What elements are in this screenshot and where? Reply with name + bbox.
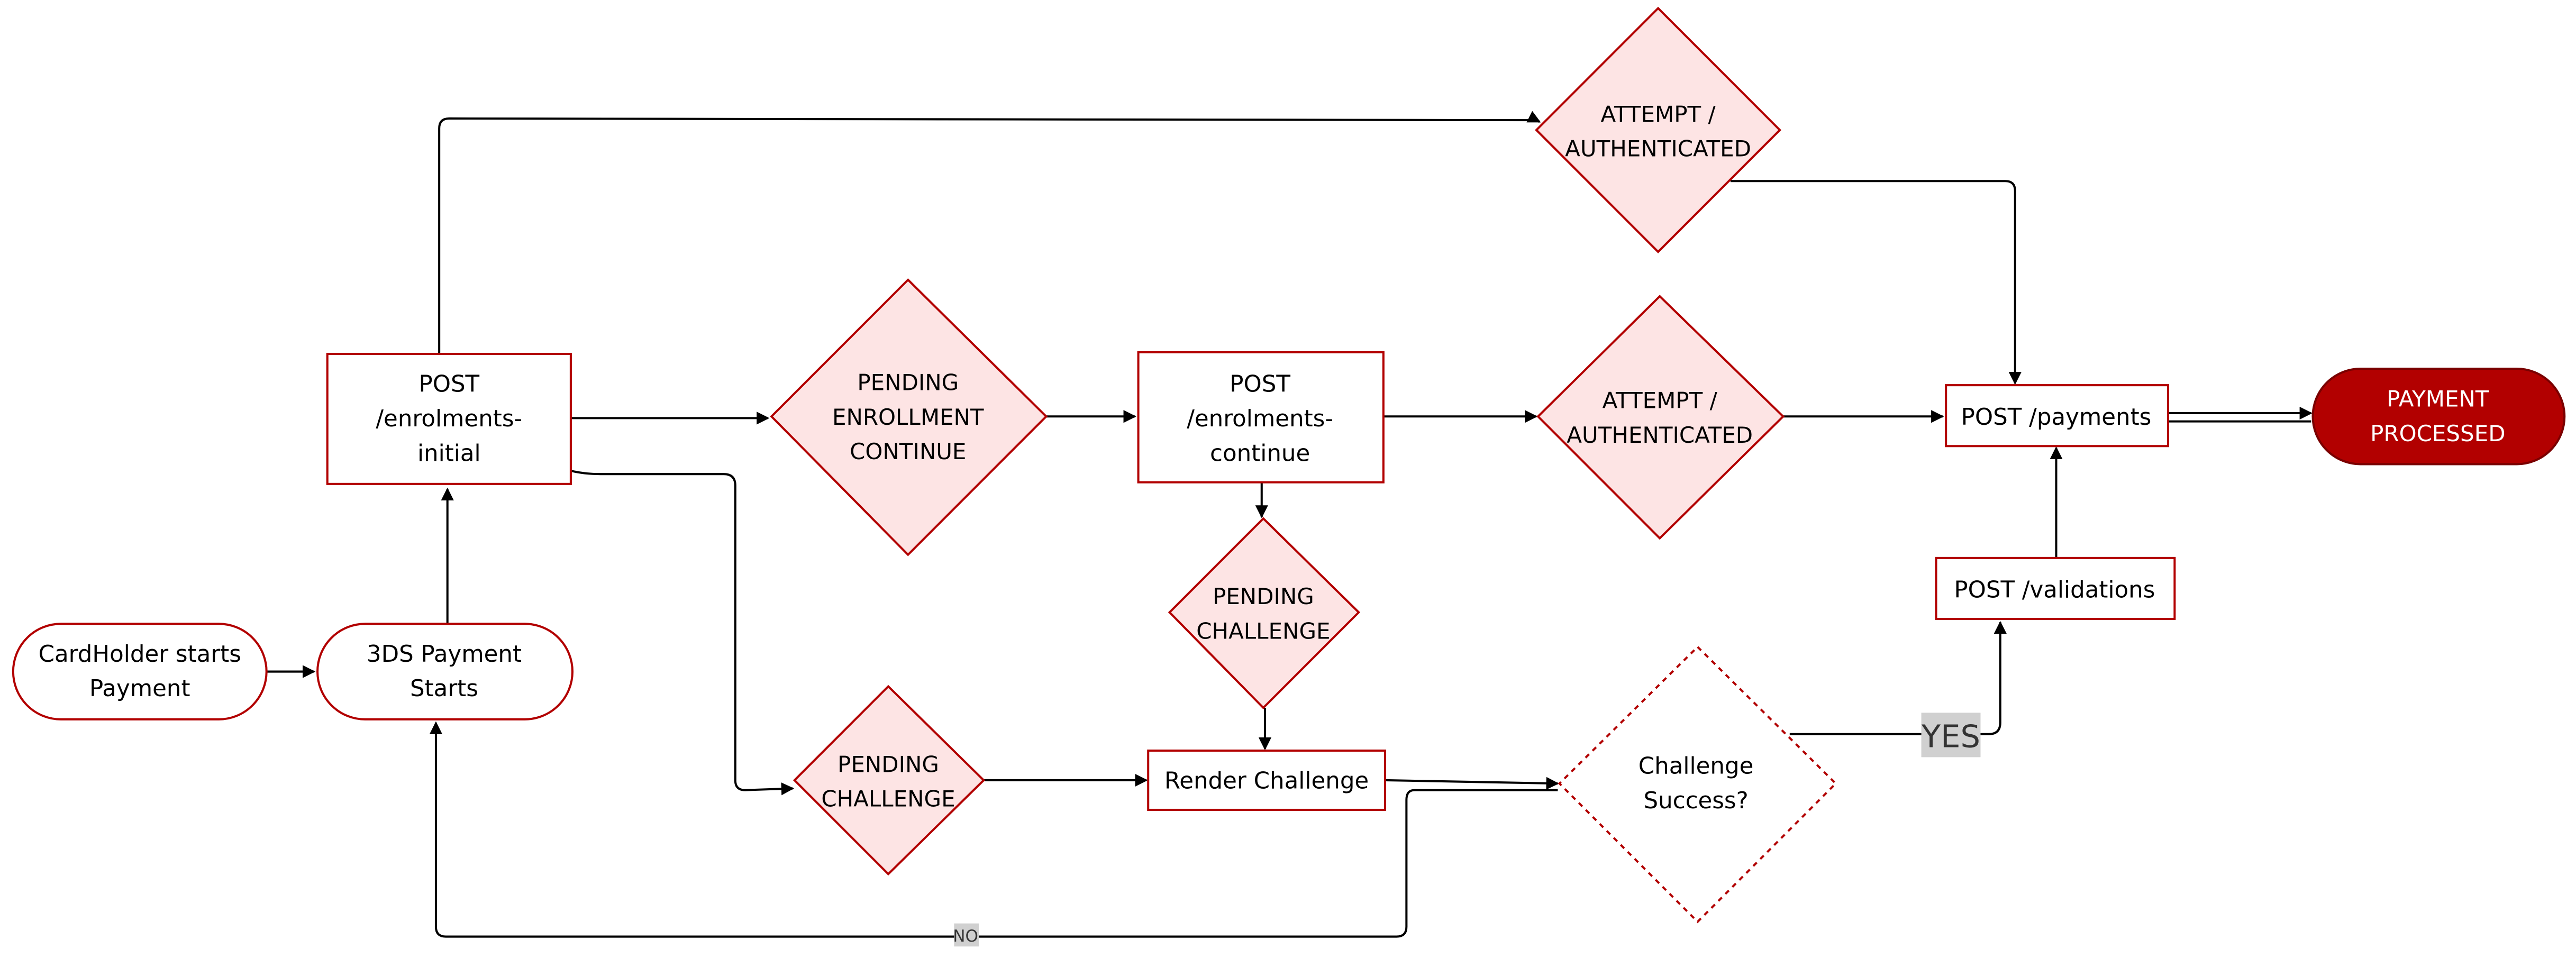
node-payment-processed: PAYMENT PROCESSED bbox=[2311, 367, 2566, 466]
node-label-line: AUTHENTICATED bbox=[1565, 136, 1751, 162]
node-label-line: CHALLENGE bbox=[1196, 618, 1330, 644]
node-label-line: PENDING bbox=[838, 751, 939, 777]
node-label-line: CONTINUE bbox=[850, 439, 966, 464]
edge-label-background bbox=[954, 923, 979, 947]
decision-shape bbox=[1168, 517, 1361, 709]
node-label-line: Success? bbox=[1643, 788, 1748, 814]
edge-label-yes-text: YES bbox=[1921, 718, 1980, 755]
node-label-line: POST bbox=[1230, 371, 1290, 398]
node-post-payments: POST /payments bbox=[1945, 384, 2169, 448]
node-label-line: 3DS Payment bbox=[367, 641, 522, 668]
process-shape bbox=[1137, 351, 1385, 483]
decision-shape bbox=[1535, 6, 1782, 253]
edge-challenge-success-yes-to-validations bbox=[1789, 621, 2007, 735]
node-pending-challenge-mid: PENDING CHALLENGE bbox=[1168, 517, 1361, 709]
node-post-validations: POST /validations bbox=[1935, 556, 2176, 621]
node-label-line: ATTEMPT / bbox=[1603, 388, 1718, 414]
edge-label-background bbox=[1921, 713, 1981, 758]
edge-label-no-text: NO bbox=[953, 927, 978, 946]
edges bbox=[266, 111, 2313, 938]
edge-post-initial-to-pending-challenge-low bbox=[570, 469, 795, 796]
edge-attempt-top-to-post-payments bbox=[1730, 180, 2022, 385]
node-label-line: Render Challenge bbox=[1164, 768, 1369, 794]
edge-label-yes: YES bbox=[1921, 713, 1981, 758]
node-label-line: CHALLENGE bbox=[821, 786, 955, 812]
node-payment-starts: 3DS Payment Starts bbox=[316, 623, 574, 720]
node-render-challenge: Render Challenge bbox=[1147, 749, 1386, 811]
node-label-line: PROCESSED bbox=[2370, 421, 2505, 446]
node-pending-enrollment-continue: PENDING ENROLLMENT CONTINUE bbox=[770, 278, 1048, 556]
node-label-line: PENDING bbox=[1213, 583, 1314, 609]
node-label-line: ATTEMPT / bbox=[1600, 101, 1716, 127]
node-label-line: Payment bbox=[89, 676, 190, 702]
node-label-line: AUTHENTICATED bbox=[1567, 422, 1753, 448]
node-label-line: POST /validations bbox=[1954, 577, 2155, 604]
terminal-shape bbox=[2311, 367, 2566, 466]
process-shape bbox=[1935, 556, 2176, 621]
node-label-line: /enrolments- bbox=[1187, 406, 1333, 432]
process-shape bbox=[326, 352, 572, 485]
decision-shape bbox=[1536, 295, 1785, 540]
node-attempt-authenticated-top: ATTEMPT / AUTHENTICATED bbox=[1535, 6, 1782, 253]
terminal-shape bbox=[12, 623, 268, 720]
node-label-line: continue bbox=[1210, 440, 1310, 467]
node-attempt-authenticated-mid: ATTEMPT / AUTHENTICATED bbox=[1536, 295, 1785, 540]
node-label-line: CardHolder starts bbox=[39, 641, 241, 668]
node-label-line: Starts bbox=[410, 676, 478, 702]
edge-label-no: NO bbox=[953, 923, 979, 947]
node-cardholder-start: CardHolder starts Payment bbox=[12, 623, 268, 720]
node-label-line: PAYMENT bbox=[2387, 386, 2489, 412]
decision-shape-dashed bbox=[1558, 645, 1837, 924]
node-label-line: initial bbox=[417, 440, 481, 467]
decision-shape bbox=[770, 278, 1048, 556]
terminal-shape bbox=[316, 623, 574, 720]
edge-challenge-success-no-to-payment-starts bbox=[429, 721, 1558, 938]
node-label-line: POST /payments bbox=[1961, 404, 2152, 431]
node-post-enrolments-continue: POST /enrolments- continue bbox=[1137, 351, 1385, 483]
decision-shape bbox=[793, 685, 986, 876]
node-label-line: ENROLLMENT bbox=[832, 404, 984, 430]
node-pending-challenge-low: PENDING CHALLENGE bbox=[793, 685, 986, 876]
node-label-line: PENDING bbox=[857, 369, 959, 395]
process-shape bbox=[1147, 749, 1386, 811]
process-shape bbox=[1945, 384, 2169, 448]
node-post-enrolments-initial: POST /enrolments- initial bbox=[326, 352, 572, 485]
edge-post-initial-to-attempt-top bbox=[438, 111, 1541, 354]
edge-render-to-challenge-success bbox=[1385, 777, 1559, 790]
node-label-line: Challenge bbox=[1639, 753, 1754, 779]
node-challenge-success: Challenge Success? bbox=[1558, 645, 1837, 924]
node-label-line: /enrolments- bbox=[376, 406, 522, 432]
node-label-line: POST bbox=[418, 371, 479, 398]
